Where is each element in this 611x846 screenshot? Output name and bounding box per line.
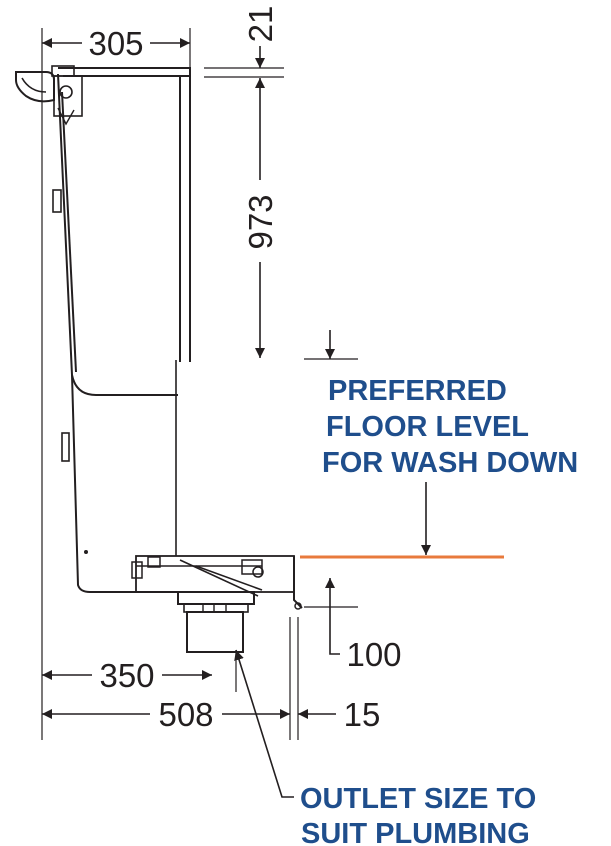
dimension-973: 973 bbox=[242, 78, 279, 358]
dimension-100: 100 bbox=[325, 330, 402, 673]
dim-label-350: 350 bbox=[99, 657, 154, 694]
dim-label-21: 21 bbox=[242, 6, 279, 43]
floor-level-note: PREFERRED FLOOR LEVEL FOR WASH DOWN bbox=[322, 375, 578, 479]
dim-label-973: 973 bbox=[242, 194, 279, 249]
dimension-350: 350 bbox=[42, 657, 212, 694]
dim-label-100: 100 bbox=[346, 636, 401, 673]
outlet-note-leader bbox=[234, 649, 294, 798]
dimension-21: 21 bbox=[242, 6, 279, 68]
dim-label-305: 305 bbox=[88, 25, 143, 62]
outlet-note: OUTLET SIZE TO SUIT PLUMBING bbox=[300, 783, 536, 846]
urinal-side-profile bbox=[15, 65, 303, 653]
floor-note-line-3: FOR WASH DOWN bbox=[322, 447, 578, 479]
outlet-note-line-1: OUTLET SIZE TO bbox=[300, 783, 536, 815]
dimension-305: 305 bbox=[42, 25, 190, 62]
outlet-note-line-2: SUIT PLUMBING bbox=[301, 818, 530, 846]
dimension-15: 15 bbox=[298, 696, 380, 733]
floor-note-line-1: PREFERRED bbox=[328, 375, 507, 407]
floor-note-line-2: FLOOR LEVEL bbox=[326, 411, 529, 443]
dim-label-508: 508 bbox=[158, 696, 213, 733]
dim-label-15: 15 bbox=[344, 696, 381, 733]
extension-lines bbox=[41, 28, 358, 740]
